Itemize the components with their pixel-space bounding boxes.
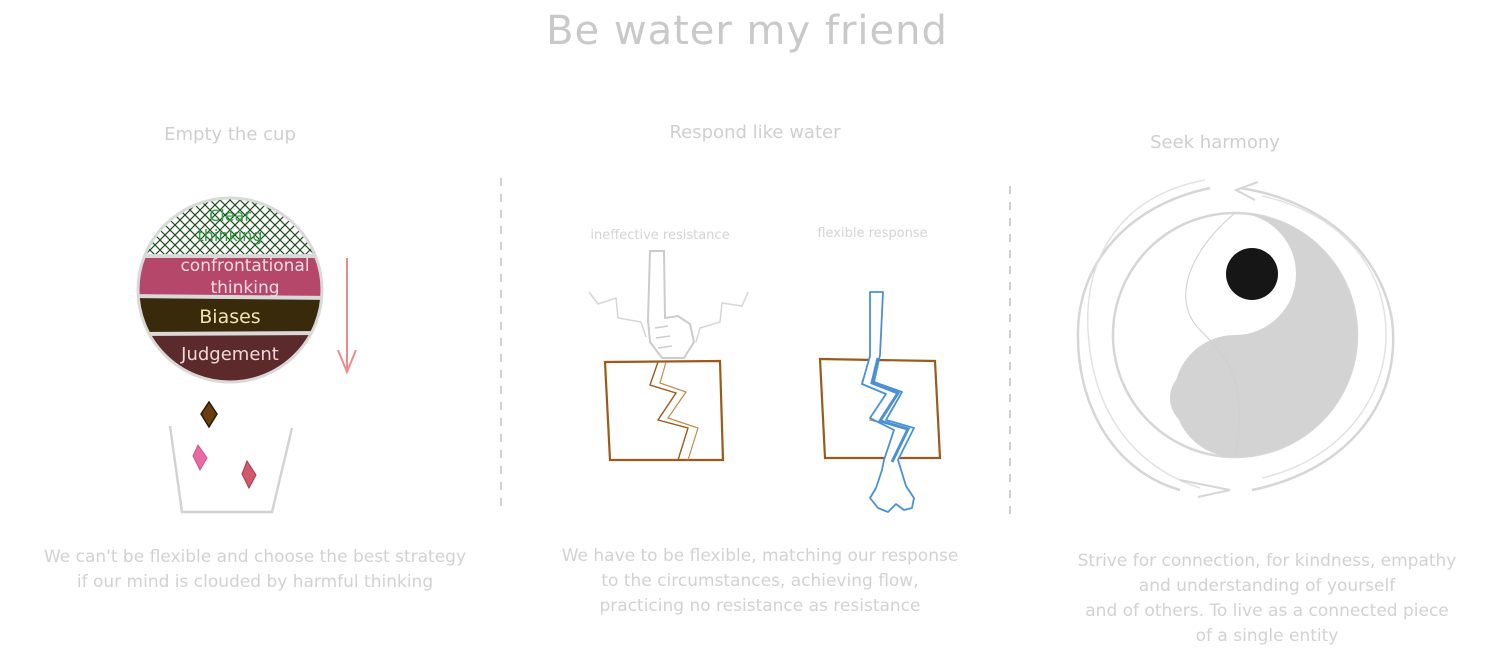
down-arrow-icon: [337, 258, 357, 375]
caption-empty-cup: We can't be flexible and choose the best…: [0, 545, 510, 595]
caption-line: Strive for connection, for kindness, emp…: [1077, 551, 1457, 571]
heading-seek-harmony: Seek harmony: [1150, 132, 1280, 153]
yin-yang-icon: [1111, 211, 1359, 459]
caption-line: and of others. To live as a connected pi…: [1085, 601, 1449, 621]
confrontational-layer: [138, 256, 322, 300]
caption-line: We have to be flexible, matching our res…: [561, 546, 959, 566]
label-flexible-response: flexible response: [817, 226, 928, 241]
rigid-fist-icon: [646, 250, 696, 359]
layer-label-clear-thinking: Clear thinking: [197, 206, 263, 245]
caption-seek-harmony: Strive for connection, for kindness, emp…: [1040, 549, 1494, 649]
drop-icon: [200, 400, 218, 429]
light-dot-icon: [1170, 368, 1230, 428]
brick-left: [603, 359, 725, 462]
caption-respond-water: We have to be flexible, matching our res…: [520, 544, 1000, 619]
biases-layer: [138, 297, 322, 335]
water-stream-icon: [861, 291, 915, 513]
heading-respond-water: Respond like water: [669, 122, 841, 143]
page-title: Be water my friend: [546, 8, 948, 54]
caption-line: We can't be flexible and choose the best…: [43, 547, 467, 567]
layer-label-confrontational: confrontational thinking: [180, 256, 310, 298]
impact-lines: [588, 291, 647, 338]
caption-line: and understanding of yourself: [1138, 576, 1396, 596]
harmony-cycle-arrows-icon: [1076, 179, 1395, 498]
layer-label-biases: Biases: [199, 306, 261, 328]
drop-icon: [241, 459, 257, 490]
impact-lines: [695, 291, 749, 343]
drop-icon: [192, 443, 208, 472]
caption-line: to the circumstances, achieving flow,: [601, 571, 919, 591]
heading-empty-cup: Empty the cup: [164, 124, 296, 145]
dark-dot-icon: [1226, 248, 1278, 300]
label-ineffective-resistance: ineffective resistance: [590, 228, 730, 243]
caption-line: if our mind is clouded by harmful thinki…: [76, 572, 434, 592]
caption-line: of a single entity: [1195, 626, 1339, 646]
cup-icon: [168, 425, 294, 514]
caption-line: practicing no resistance as resistance: [599, 596, 921, 616]
layer-label-judgement: Judgement: [181, 344, 279, 365]
